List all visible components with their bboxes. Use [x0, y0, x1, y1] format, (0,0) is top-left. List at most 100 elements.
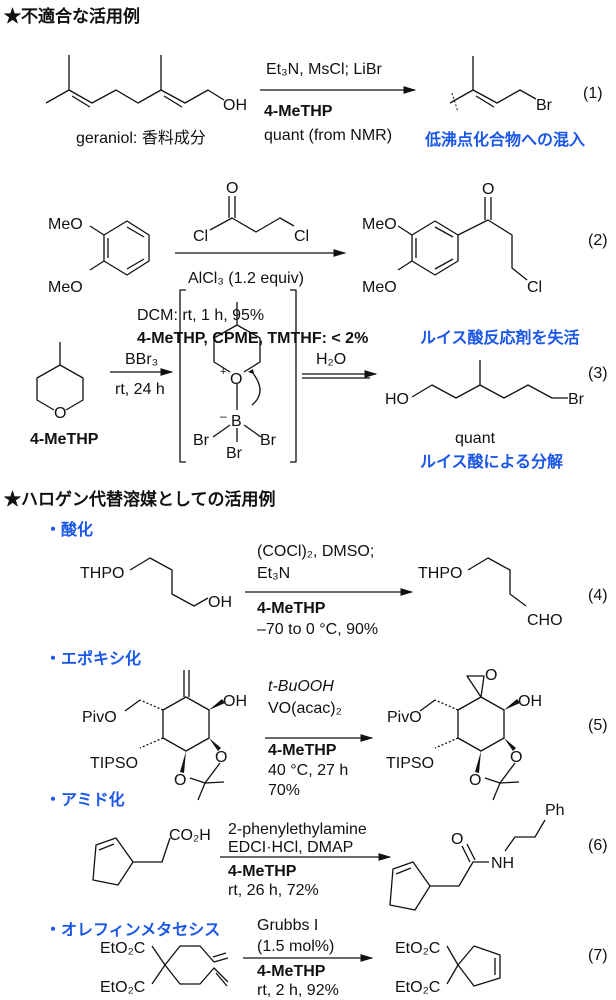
equation-number: (4)	[588, 587, 608, 604]
chloro-label: Cl	[193, 228, 208, 245]
methoxy-label: MeO	[362, 279, 397, 296]
cyclopentenylacetic-acid-structure	[92, 837, 171, 886]
hydroxyl-label: OH	[208, 594, 232, 611]
reagents: Et₃N, MsCl; LiBr	[266, 61, 383, 78]
geraniol-structure	[45, 55, 225, 108]
reagent-line-2: Et₃N	[257, 565, 290, 582]
solvent-label: 4-MeTHP	[264, 103, 333, 120]
carbonyl-oxygen-label: O	[451, 831, 463, 848]
pivaloate-label: PivO	[387, 709, 422, 726]
result-dcm: DCM: rt, 1 h, 95%	[137, 307, 264, 324]
allyl-bromide-structure	[449, 56, 537, 113]
geraniol-label: geraniol: 香料成分	[76, 129, 206, 147]
note-lewis-acid-deactivation: ルイス酸反応剤を失活	[420, 328, 580, 347]
hydroxyl-label: OH	[223, 97, 247, 114]
thpo-label: THPO	[80, 565, 124, 582]
veratrole-structure	[89, 220, 150, 276]
bromide-label: Br	[568, 391, 585, 408]
bromine-label: Br	[260, 432, 277, 449]
thpo-label: THPO	[418, 565, 462, 582]
acetonide-oxygen-label: O	[174, 772, 186, 789]
amide-nh-label: NH	[491, 855, 514, 872]
note-lewis-acid-decomposition: ルイス酸による分解	[420, 452, 563, 471]
section-title-halogen-alternative: ★ハロゲン代替溶媒としての活用例	[4, 489, 276, 509]
result-ether-solvents: 4-MeTHP, CPME, TMTHF: < 2%	[137, 330, 368, 347]
positive-charge: +	[220, 366, 226, 378]
solvent-label: 4-MeTHP	[268, 742, 337, 759]
bromine-label: Br	[193, 432, 210, 449]
epoxide-oxygen-label: O	[485, 667, 497, 684]
tips-ether-label: TIPSO	[90, 755, 138, 772]
ester-label: EtO₂C	[100, 979, 145, 996]
reaction-2: MeO MeO O Cl Cl AlCl₃ (1.2 equiv) MeO Me…	[48, 180, 608, 347]
heading-amidation: ・アミド化	[45, 790, 125, 809]
yield-label: 70%	[268, 782, 300, 799]
equation-number: (1)	[583, 85, 603, 102]
hydroxyl-label: OH	[223, 693, 247, 710]
yield-label: quant (from NMR)	[264, 127, 392, 144]
boron-label: B	[231, 413, 242, 430]
equation-number: (3)	[588, 365, 608, 382]
tips-ether-label: TIPSO	[386, 755, 434, 772]
hydroxyl-label: OH	[518, 693, 542, 710]
reaction-5: ・エポキシ化 PivO TIPSO OH O O t-BuOOH VO(acac…	[45, 649, 608, 801]
reaction-7: ・オレフィンメタセシス EtO₂C EtO₂C Grubbs I (1.5 mo…	[45, 917, 608, 999]
carbonyl-oxygen-label: O	[226, 180, 238, 197]
chloro-label: Cl	[294, 228, 309, 245]
equation-number: (6)	[588, 837, 608, 854]
ring-oxygen-label: O	[54, 405, 66, 422]
acetonide-oxygen-label: O	[469, 772, 481, 789]
reagent-line-1: (COCl)₂, DMSO;	[257, 543, 374, 560]
equation-number: (7)	[588, 947, 608, 964]
bromine-label: Br	[226, 445, 243, 462]
ester-label: EtO₂C	[100, 940, 145, 957]
oxonium-borate-intermediate	[179, 289, 297, 463]
reaction-1: OH geraniol: 香料成分 Et₃N, MsCl; LiBr 4-MeT…	[45, 55, 603, 149]
reaction-6: ・アミド化 CO₂H 2-phenylethylamine EDCI·HCl, …	[45, 790, 608, 911]
heading-epoxidation: ・エポキシ化	[45, 649, 141, 668]
catalyst-label: Grubbs I	[257, 917, 318, 934]
carbonyl-oxygen-label: O	[482, 181, 494, 198]
reagent-label: BBr₃	[125, 351, 158, 368]
ester-label: EtO₂C	[395, 940, 440, 957]
heading-olefin-metathesis: ・オレフィンメタセシス	[45, 921, 220, 939]
aryl-ketone-structure	[397, 197, 528, 281]
reagent-line-1: 2-phenylethylamine	[228, 821, 367, 838]
bromide-label: Br	[536, 97, 553, 114]
water-label: H₂O	[316, 351, 346, 368]
yield-label: quant	[455, 430, 496, 447]
hydroxyl-label: HO	[385, 391, 409, 408]
equation-number: (2)	[588, 232, 608, 249]
epoxide-structure	[419, 675, 520, 801]
substrate-label: 4-MeTHP	[30, 431, 99, 448]
conditions-label: –70 to 0 °C, 90%	[257, 621, 378, 638]
reaction-4: ・酸化 THPO OH (COCl)₂, DMSO; Et₃N 4-MeTHP …	[45, 520, 608, 638]
substrate-chain	[129, 557, 209, 607]
allylic-alcohol-structure	[124, 670, 225, 801]
equation-number: (5)	[588, 717, 608, 734]
catalyst-loading: (1.5 mol%)	[257, 938, 334, 955]
acetonide-oxygen-label: O	[510, 749, 522, 766]
reaction-3: O 4-MeTHP BBr₃ rt, 24 h O + B – Br Br Br…	[30, 289, 608, 471]
diene-structure	[151, 945, 229, 987]
note-low-boiling-contamination: 低沸点化合物への混入	[424, 130, 585, 149]
reagent-line-1: t-BuOOH	[268, 678, 334, 695]
conditions-label: rt, 2 h, 92%	[257, 982, 339, 999]
pivaloate-label: PivO	[82, 709, 117, 726]
solvent-label: 4-MeTHP	[228, 863, 297, 880]
conditions-label: 40 °C, 27 h	[268, 762, 348, 779]
methoxy-label: MeO	[48, 279, 83, 296]
negative-charge: –	[220, 409, 227, 423]
oxonium-oxygen-label: O	[230, 371, 242, 388]
cyclopentene-diester-structure	[446, 945, 501, 987]
4-methyltetrahydropyran-structure	[36, 342, 84, 411]
section-title-unsuitable: ★不適合な活用例	[4, 6, 140, 26]
methoxy-label: MeO	[362, 216, 397, 233]
phenyl-label: Ph	[545, 802, 565, 819]
reagent-line-2: VO(acac)₂	[268, 700, 342, 717]
acetonide-oxygen-label: O	[215, 749, 227, 766]
catalyst-label: AlCl₃ (1.2 equiv)	[188, 270, 304, 287]
carboxylic-acid-label: CO₂H	[169, 827, 211, 844]
amide-structure	[389, 819, 546, 911]
